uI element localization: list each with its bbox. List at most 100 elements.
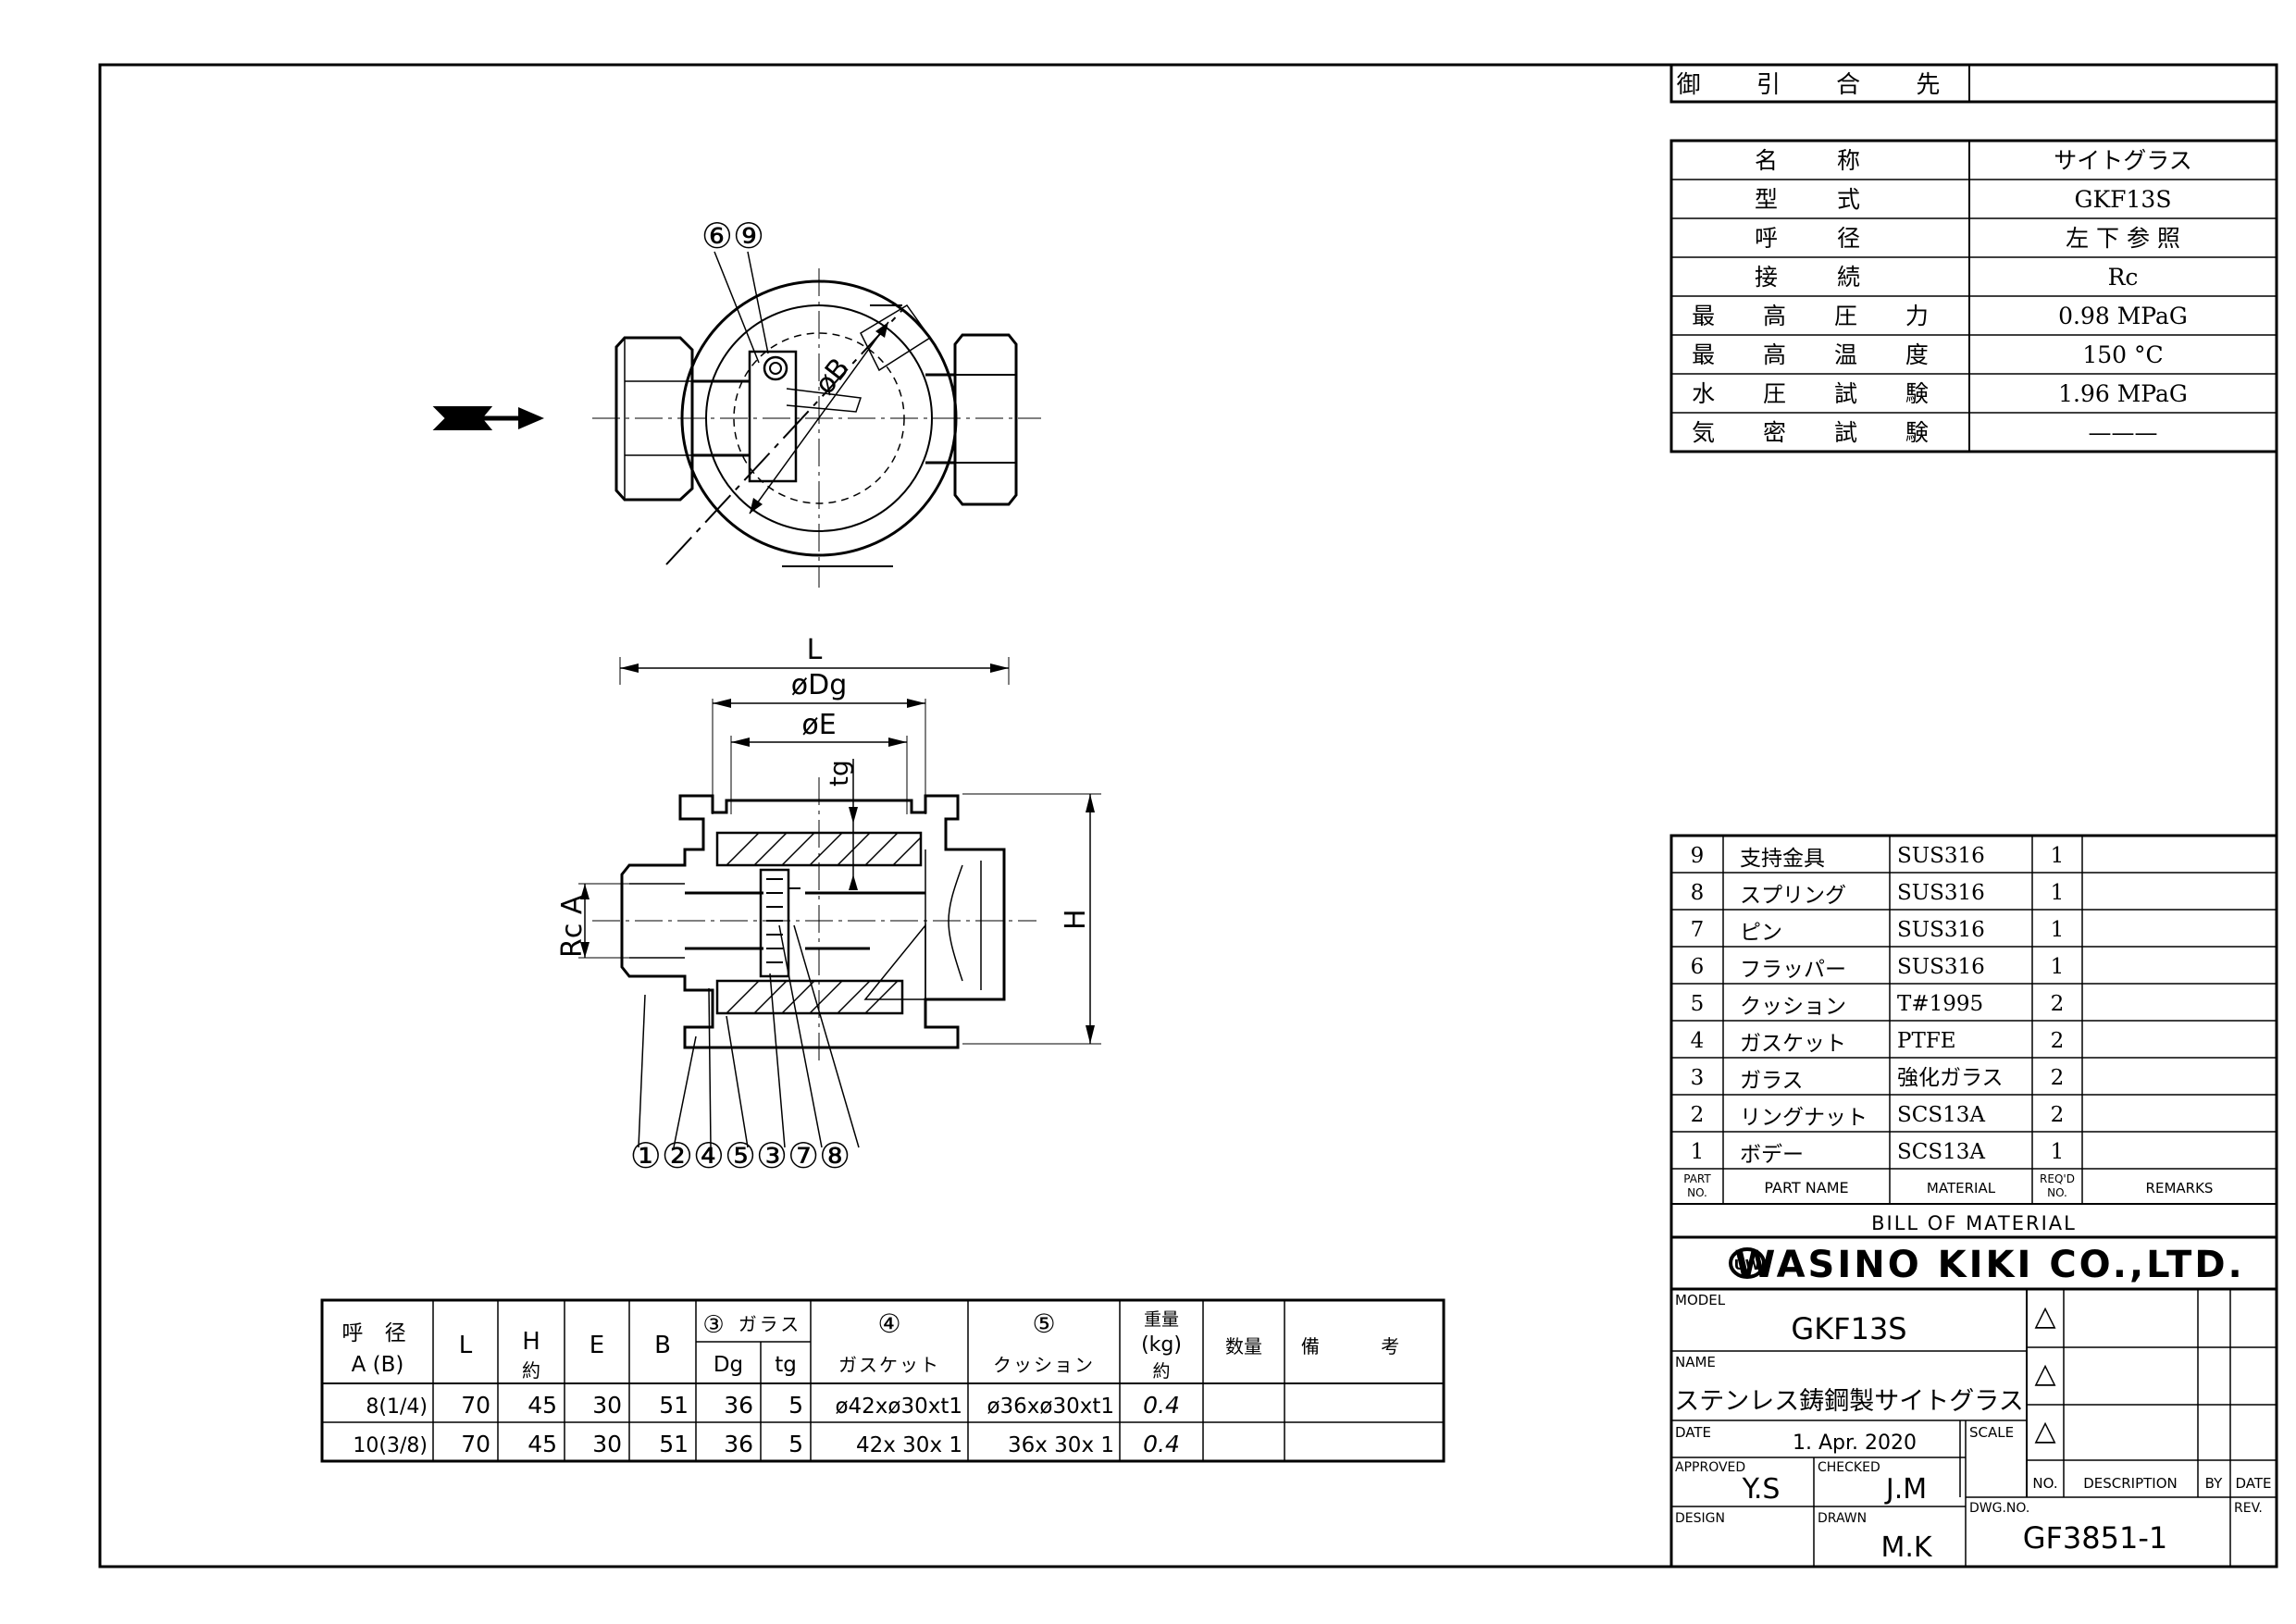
bom-qty: 2 bbox=[2051, 1066, 2065, 1090]
bom-header-req: REQ'D bbox=[2040, 1172, 2075, 1185]
dim-header-weight: (kg) bbox=[1141, 1333, 1182, 1357]
bom-part-name: スプリング bbox=[1740, 884, 1846, 908]
dim-header-weight: 約 bbox=[1152, 1361, 1170, 1382]
spec-label: 水 圧 試 験 bbox=[1692, 380, 1949, 407]
dim-tg-label: tg bbox=[824, 760, 854, 787]
spec-table bbox=[1669, 63, 2278, 453]
bom-no: 8 bbox=[1691, 881, 1705, 905]
dim-L: 70 bbox=[461, 1392, 490, 1419]
bom-part-name: ボデー bbox=[1740, 1143, 1804, 1167]
dim-header-cushion: クッション bbox=[993, 1354, 1095, 1376]
callout-6-9: ⑥⑨ bbox=[701, 216, 764, 256]
spec-value: Rc bbox=[2108, 264, 2139, 291]
bom-rows: 9 支持金具 SUS316 1 8 スプリング SUS316 1 7 ピン SU… bbox=[1691, 844, 2065, 1167]
company-logo: UW WASINO KIKI CO.,LTD. bbox=[1729, 1244, 2244, 1286]
date-value: 1. Apr. 2020 bbox=[1793, 1432, 1917, 1455]
rev-label: REV. bbox=[2234, 1501, 2263, 1516]
dim-tg: 5 bbox=[788, 1431, 803, 1457]
dim-header-qty: 数量 bbox=[1225, 1335, 1262, 1357]
bom-material: SUS316 bbox=[1897, 881, 1985, 905]
bom-qty: 1 bbox=[2051, 918, 2065, 942]
dim-cushion: 36x 30x 1 bbox=[1008, 1433, 1114, 1457]
bom-qty: 2 bbox=[2051, 992, 2065, 1016]
dim-cushion: ø36xø30xt1 bbox=[987, 1395, 1114, 1419]
spec-label: 呼 径 bbox=[1755, 225, 1886, 252]
dim-header-H: H bbox=[522, 1328, 540, 1356]
date-label: DATE bbox=[1675, 1424, 1711, 1441]
spec-label: 名 称 bbox=[1755, 147, 1886, 174]
spec-rows: 名 称 サイトグラス 型 式 GKF13S 呼 径 左 下 参 照 接 続 Rc… bbox=[1692, 147, 2192, 446]
rev-triangle-icon: △ bbox=[2034, 1300, 2055, 1333]
dim-header-tg: tg bbox=[775, 1353, 797, 1377]
checked-value: J.M bbox=[1884, 1473, 1927, 1506]
drawn-label: DRAWN bbox=[1818, 1511, 1867, 1526]
spec-value: サイトグラス bbox=[2054, 147, 2192, 174]
dimension-table bbox=[320, 1298, 1446, 1463]
bom-material: SCS13A bbox=[1897, 1103, 1985, 1127]
section-view-labels: L øDg øE tg H Rc A ①②④⑤③⑦⑧ bbox=[556, 634, 1092, 1176]
dim-Dg: 36 bbox=[724, 1392, 753, 1419]
name-value: ステンレス鋳鋼製サイトグラス bbox=[1674, 1387, 2023, 1416]
dim-header-gasket: ガスケット bbox=[838, 1354, 940, 1376]
bom-material: SCS13A bbox=[1897, 1140, 1985, 1164]
bom-header-remarks: REMARKS bbox=[2146, 1180, 2214, 1196]
spec-label: 最 高 温 度 bbox=[1692, 341, 1949, 368]
dim-size: 10(3/8) bbox=[353, 1434, 428, 1457]
spec-value: 0.98 MPaG bbox=[2058, 303, 2188, 329]
bom-material: T#1995 bbox=[1897, 992, 1983, 1016]
bom-qty: 2 bbox=[2051, 1103, 2065, 1127]
bom-material: PTFE bbox=[1897, 1029, 1956, 1053]
model-label: MODEL bbox=[1675, 1292, 1726, 1308]
bom-no: 4 bbox=[1691, 1029, 1705, 1053]
spec-label: 接 続 bbox=[1755, 264, 1886, 291]
top-view-drawing bbox=[432, 251, 1041, 588]
dim-header-size: 呼 径 bbox=[341, 1321, 413, 1345]
dim-B: 51 bbox=[659, 1392, 689, 1419]
checked-label: CHECKED bbox=[1818, 1460, 1880, 1475]
design-label: DESIGN bbox=[1675, 1511, 1725, 1526]
rev-triangle-icon: △ bbox=[2034, 1357, 2055, 1390]
dim-tg: 5 bbox=[788, 1392, 803, 1419]
dim-header-size: A (B) bbox=[352, 1353, 404, 1377]
dim-E: 30 bbox=[592, 1392, 622, 1419]
bom-material: SUS316 bbox=[1897, 955, 1985, 979]
dimension-table-rows: 8(1/4) 70 45 30 51 36 5 ø42xø30xt1 ø36xø… bbox=[353, 1392, 1179, 1457]
title-block-texts: MODEL GKF13S NAME ステンレス鋳鋼製サイトグラス DATE 1.… bbox=[1674, 1292, 2271, 1564]
bom-material: 強化ガラス bbox=[1897, 1066, 2004, 1090]
bom-part-name: クッション bbox=[1740, 995, 1846, 1019]
dim-weight: 0.4 bbox=[1143, 1431, 1180, 1457]
dim-H: 45 bbox=[527, 1431, 557, 1457]
dim-Rc-label: Rc A bbox=[556, 895, 589, 958]
dim-L: 70 bbox=[461, 1431, 490, 1457]
dim-E: 30 bbox=[592, 1431, 622, 1457]
rev-header-description: DESCRIPTION bbox=[2083, 1475, 2178, 1492]
dwg-label: DWG.NO. bbox=[1969, 1501, 2029, 1516]
spec-value: 左 下 参 照 bbox=[2066, 225, 2180, 252]
dim-header-B: B bbox=[654, 1332, 671, 1359]
rev-triangle-icon: △ bbox=[2034, 1415, 2055, 1447]
dim-gasket: ø42xø30xt1 bbox=[835, 1395, 962, 1419]
rev-header-date: DATE bbox=[2235, 1475, 2271, 1492]
dim-header-glass-no: ③ bbox=[702, 1311, 724, 1339]
name-label: NAME bbox=[1675, 1354, 1716, 1370]
title-block bbox=[1669, 1235, 2278, 1568]
bom-no: 1 bbox=[1691, 1140, 1705, 1164]
bom-header: PART NO. PART NAME MATERIAL REQ'D NO. RE… bbox=[1683, 1172, 2213, 1199]
dim-Dg: 36 bbox=[724, 1431, 753, 1457]
bom-qty: 2 bbox=[2051, 1029, 2065, 1053]
approved-label: APPROVED bbox=[1675, 1460, 1745, 1475]
approved-value: Y.S bbox=[1742, 1473, 1781, 1506]
spec-label: 型 式 bbox=[1755, 186, 1886, 213]
bom-no: 6 bbox=[1691, 955, 1705, 979]
bom-no: 3 bbox=[1691, 1066, 1705, 1090]
bom-no: 7 bbox=[1691, 918, 1705, 942]
spec-value: 1.96 MPaG bbox=[2058, 380, 2188, 407]
company-name: WASINO KIKI CO.,LTD. bbox=[1734, 1244, 2244, 1286]
bom-part-name: ガスケット bbox=[1740, 1032, 1846, 1056]
dim-header-Dg: Dg bbox=[714, 1353, 743, 1377]
bom-part-name: フラッパー bbox=[1740, 958, 1846, 982]
bom-no: 5 bbox=[1691, 992, 1705, 1016]
bom-part-name: 支持金具 bbox=[1740, 847, 1825, 871]
bom-part-name: リングナット bbox=[1740, 1106, 1868, 1130]
